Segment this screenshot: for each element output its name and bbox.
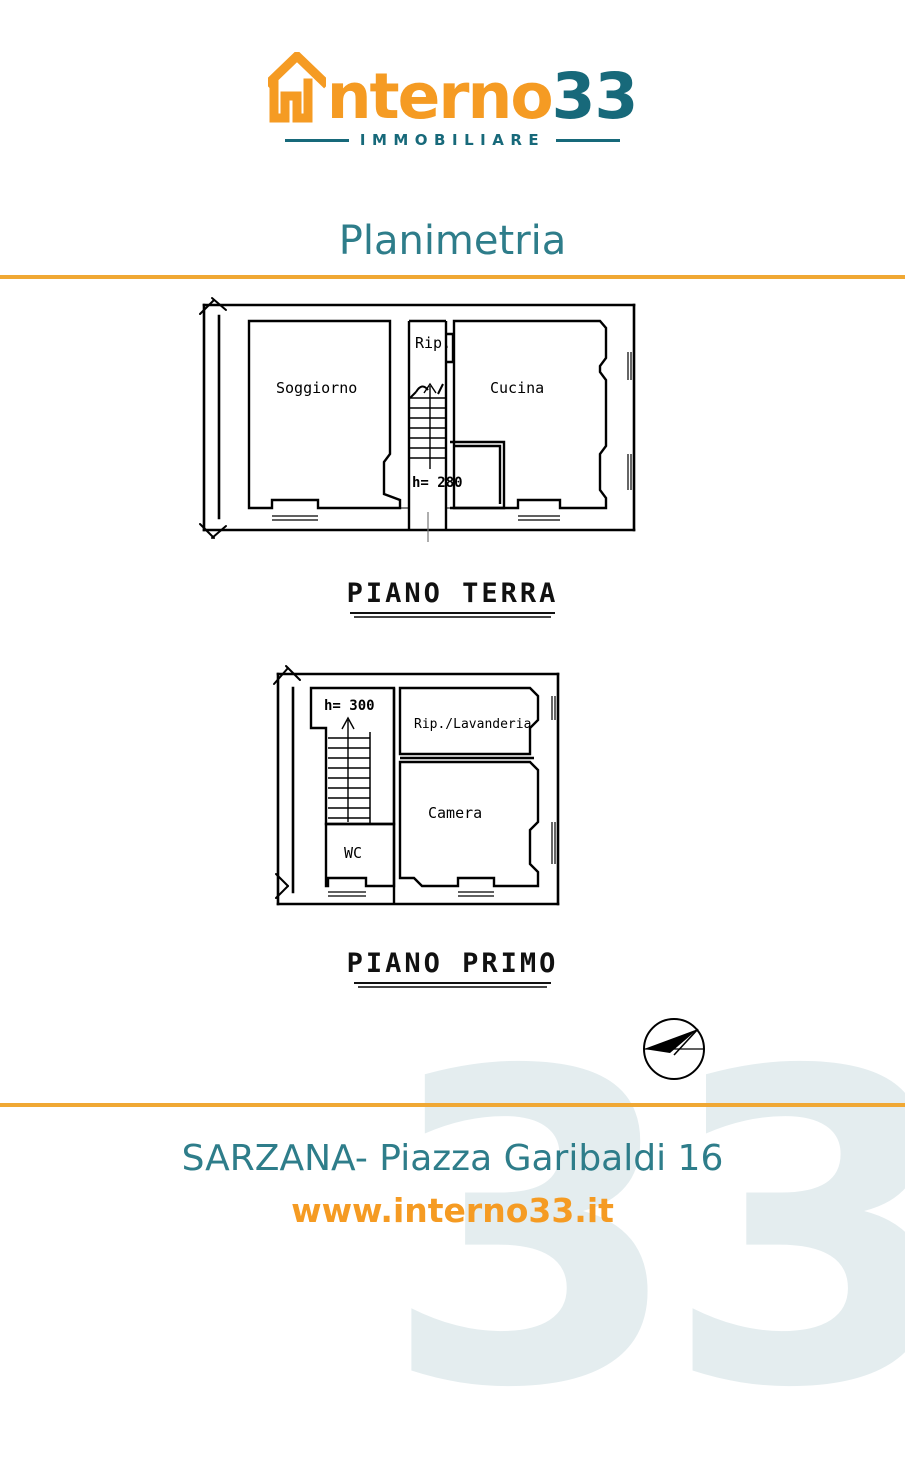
floor-label-first-text: PIANO PRIMO	[346, 948, 559, 979]
divider-top	[0, 275, 905, 279]
floor-label-ground: PIANO TERRA	[0, 578, 905, 618]
room-label-cucina: Cucina	[490, 379, 544, 397]
floor-label-ground-underline-2	[354, 616, 551, 618]
logo-rule-right	[556, 138, 621, 142]
logo-rule-left	[284, 138, 349, 142]
house-outline-icon	[267, 52, 326, 123]
planimetria-document: 33 nterno 33 IMMOBILIARE Planimetria	[0, 52, 905, 1447]
stair-up-arrow-icon	[409, 383, 444, 399]
watermark-33: 33	[382, 981, 905, 1482]
floor-label-ground-underline-1	[350, 612, 555, 614]
logo-wordmark-row: nterno 33	[267, 52, 639, 133]
footer-website[interactable]: www.interno33.it	[291, 1191, 614, 1231]
north-arrow-compass-icon	[643, 1018, 705, 1080]
floor-label-first-underline-2	[358, 986, 547, 988]
height-note-ground: h= 280	[412, 475, 463, 491]
room-label-rip: Rip.	[415, 334, 451, 352]
logo-subtitle-row: IMMOBILIARE	[284, 131, 621, 149]
room-label-rip-lavanderia: Rip./Lavanderia	[414, 717, 531, 732]
logo-text-interno: nterno	[326, 59, 554, 133]
page-footer: SARZANA- Piazza Garibaldi 16 www.interno…	[0, 1138, 905, 1230]
floorplan-first: h= 300 Rip./Lavanderia Camera WC	[273, 665, 560, 906]
stair-up-arrow-icon-first	[341, 716, 355, 822]
height-note-first: h= 300	[324, 698, 375, 714]
logo-subtitle: IMMOBILIARE	[359, 131, 546, 149]
floorplan-ground: Soggiorno Rip. Cucina h= 280	[199, 297, 636, 542]
floor-label-ground-text: PIANO TERRA	[346, 578, 559, 609]
divider-bottom	[0, 1103, 905, 1107]
page-title: Planimetria	[338, 218, 567, 264]
logo-text-33: 33	[551, 59, 639, 133]
room-label-soggiorno: Soggiorno	[276, 379, 357, 397]
company-logo: nterno 33 IMMOBILIARE	[0, 52, 905, 149]
room-label-camera: Camera	[428, 804, 482, 822]
floor-label-first: PIANO PRIMO	[0, 948, 905, 988]
footer-address: SARZANA- Piazza Garibaldi 16	[181, 1138, 724, 1179]
room-label-wc: WC	[344, 844, 362, 862]
floor-label-first-underline-1	[354, 982, 551, 984]
